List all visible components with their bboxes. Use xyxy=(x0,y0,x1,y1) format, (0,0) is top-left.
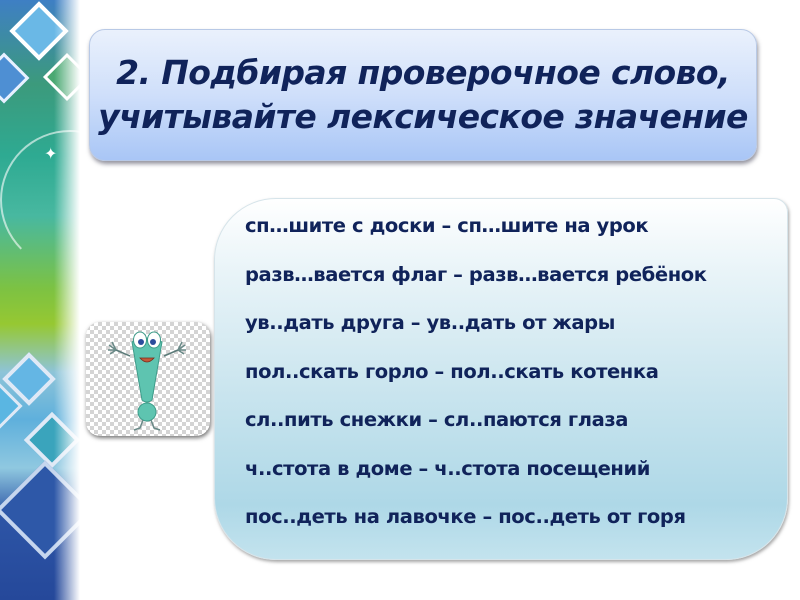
example-item: пос..деть на лавочке – пос..деть от горя xyxy=(245,505,686,528)
slide-title-card: 2. Подбирая проверочное слово, учитывайт… xyxy=(89,29,757,161)
decorative-side-stripe: ✦ xyxy=(0,0,80,600)
examples-card: сп…шите с доски – сп…шите на урок разв…в… xyxy=(214,198,788,560)
illustration-card xyxy=(86,322,210,436)
arc-decoration xyxy=(0,130,80,270)
example-item: сп…шите с доски – сп…шите на урок xyxy=(245,214,649,237)
slide-title-line-1: 2. Подбирая проверочное слово, xyxy=(116,53,730,92)
example-item: ч..стота в доме – ч..стота посещений xyxy=(245,456,651,480)
sparkle-icon: ✦ xyxy=(44,144,58,163)
example-item: пол..скать горло – пол..скать котенка xyxy=(245,359,659,383)
diamond-decoration xyxy=(42,52,80,102)
diamond-decoration xyxy=(23,411,80,469)
diamond-decoration xyxy=(9,1,69,61)
examples-list: сп…шите с доски – сп…шите на урок разв…в… xyxy=(245,213,707,553)
exclamation-mascot-icon xyxy=(108,331,186,431)
example-item: разв…вается флаг – разв…вается ребёнок xyxy=(245,262,707,286)
example-item: сл..пить снежки – сл..паются глаза xyxy=(245,408,629,431)
example-item: ув..дать друга – ув..дать от жары xyxy=(245,311,615,334)
slide-title-line-2: учитывайте лексическое значение xyxy=(98,97,748,136)
diamond-decoration xyxy=(0,460,80,560)
diamond-decoration xyxy=(0,52,30,104)
